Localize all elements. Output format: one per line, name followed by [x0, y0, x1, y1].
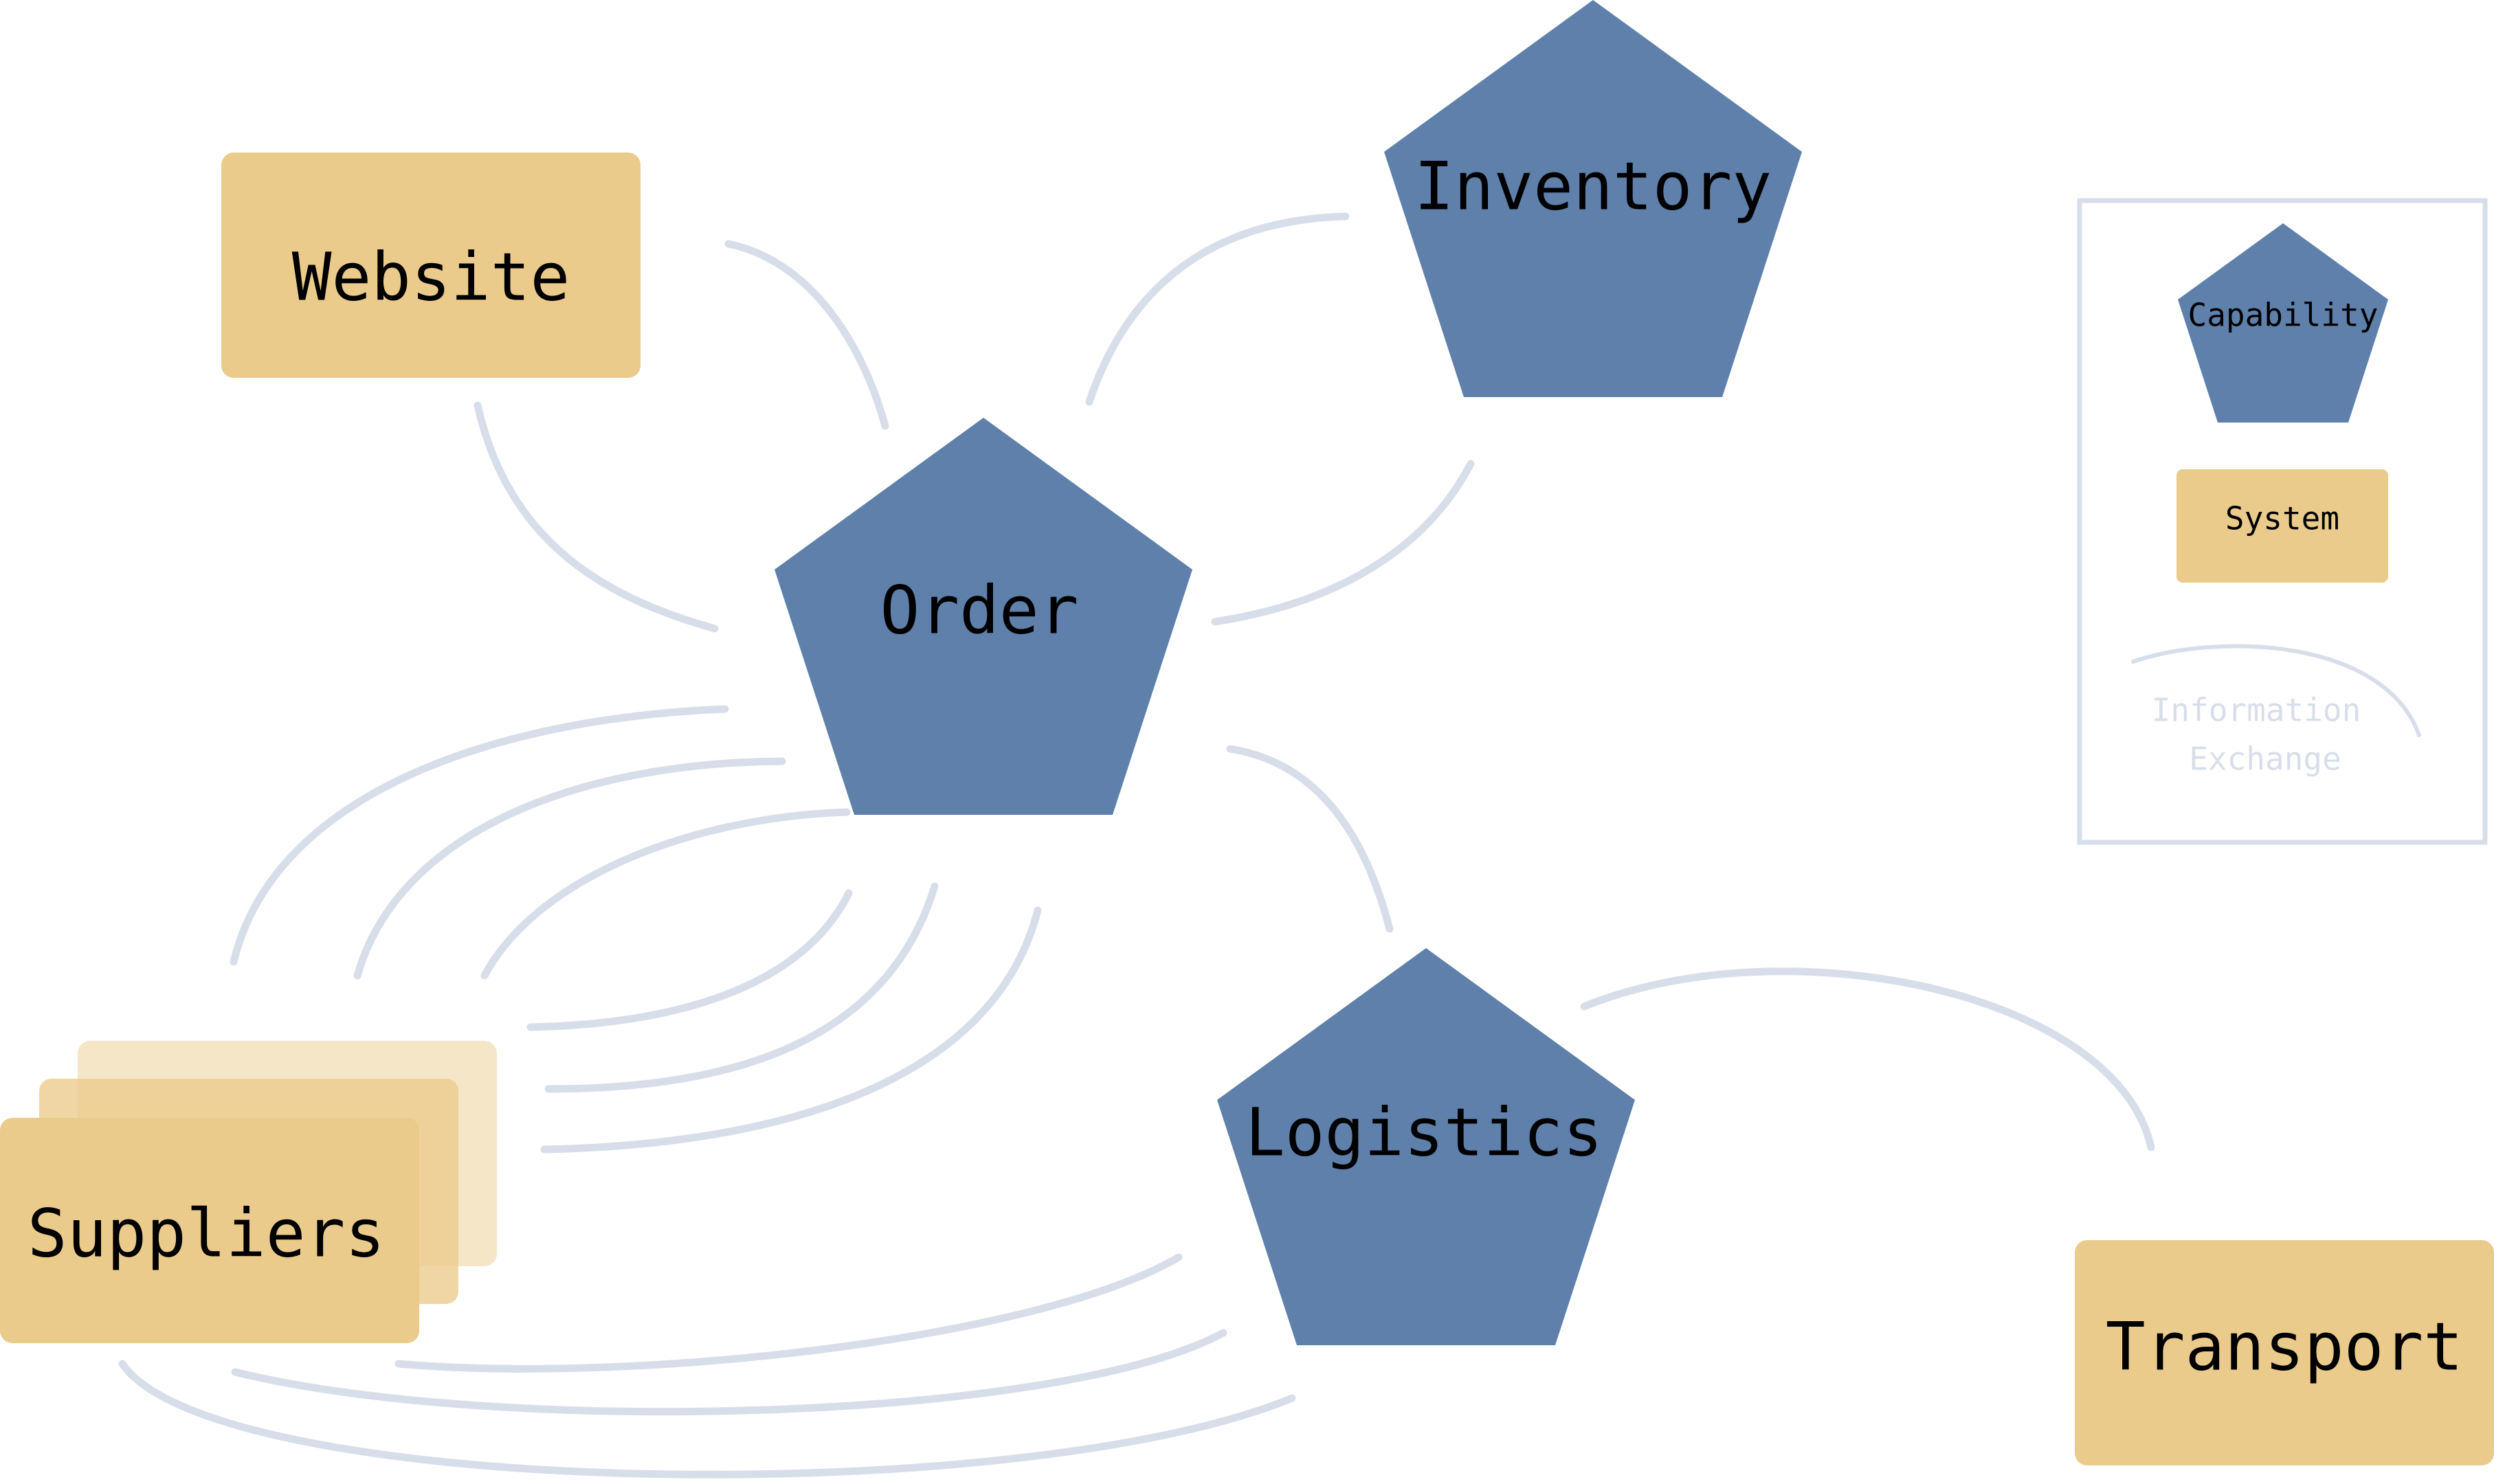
arrow-order-to-suppliers-3 [480, 808, 851, 980]
arrow-logistics-to-transport [1580, 967, 2155, 1151]
suppliers-label: Suppliers [27, 1195, 385, 1272]
arrow-suppliers-to-logistics-1 [394, 1253, 1183, 1373]
legend-exchange-arrow [2131, 644, 2421, 737]
exchange-arrows [118, 212, 2155, 1479]
legend-capability-pentagon [2178, 223, 2388, 423]
order-pentagon [775, 418, 1192, 815]
arrow-logistics-to-order [1226, 745, 1394, 933]
suppliers-box [0, 1118, 419, 1343]
arrow-order-to-suppliers-2 [353, 757, 786, 980]
inventory-pentagon [1384, 0, 1802, 397]
arrow-suppliers-to-logistics-2 [231, 1329, 1227, 1416]
website-label: Website [292, 238, 570, 315]
legend-capability-label: Capability [2188, 297, 2379, 334]
arrow-order-to-inventory [1211, 460, 1475, 626]
arrow-order-to-suppliers-1 [230, 705, 729, 966]
website-box [221, 153, 641, 378]
node-suppliers: Suppliers [0, 1041, 497, 1343]
arrow-suppliers-to-order-1 [526, 889, 853, 1031]
order-label: Order [880, 572, 1079, 649]
legend: Capability System Information Exchange [2077, 198, 2488, 845]
transport-label: Transport [2106, 1308, 2463, 1385]
legend-exchange-line1: Information [2152, 692, 2361, 729]
node-inventory: Inventory [1384, 0, 1802, 397]
arrow-website-to-order [474, 401, 719, 633]
logistics-pentagon [1217, 948, 1635, 1345]
arrow-suppliers-to-logistics-3 [118, 1360, 1296, 1479]
legend-system-box [2176, 469, 2388, 583]
inventory-label: Inventory [1414, 148, 1772, 225]
arrow-suppliers-to-order-3 [540, 906, 1042, 1154]
node-website: Website [221, 153, 641, 378]
arrow-order-to-website [724, 240, 889, 430]
node-order: Order [775, 418, 1192, 815]
legend-system-label: System [2225, 500, 2339, 537]
arrow-inventory-to-order [1085, 212, 1350, 406]
transport-box [2075, 1240, 2494, 1465]
logistics-label: Logistics [1245, 1094, 1603, 1171]
node-logistics: Logistics [1217, 948, 1635, 1345]
arrow-suppliers-to-order-2 [544, 882, 939, 1093]
node-transport: Transport [2075, 1240, 2494, 1465]
legend-frame [2077, 198, 2488, 845]
legend-exchange-line2: Exchange [2189, 741, 2341, 778]
